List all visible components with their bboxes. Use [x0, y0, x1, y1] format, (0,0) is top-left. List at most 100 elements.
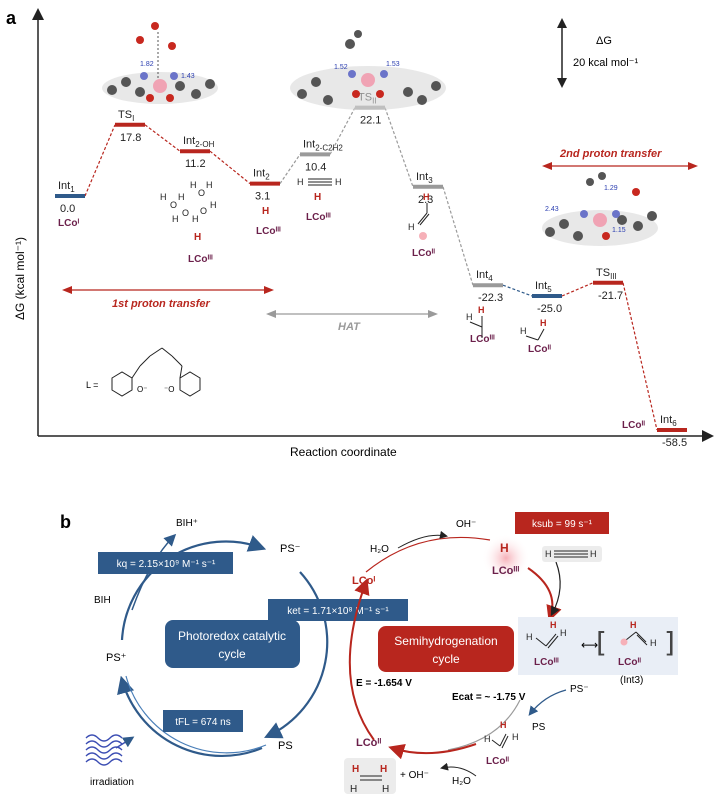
species-label: LCoᴵᴵᴵ	[188, 254, 213, 265]
rate-ket: ket = 1.71×10⁸ M⁻¹ s⁻¹	[287, 606, 389, 617]
state-energy: -25.0	[537, 303, 562, 315]
svg-text:H: H	[380, 764, 387, 775]
profile-connector	[502, 284, 533, 297]
state-name: Int2-OH	[183, 135, 215, 149]
resonance-arrow: ⟷	[581, 638, 598, 652]
photoredox-cycle-box	[165, 620, 300, 668]
species-label: LCoᴵᴵᴵ	[306, 212, 331, 223]
svg-text:H: H	[540, 318, 547, 328]
distance-1: 1.82	[140, 61, 154, 68]
svg-text:H: H	[178, 192, 185, 202]
irradiation-icon	[85, 734, 135, 766]
x-axis-label: Reaction coordinate	[290, 445, 397, 459]
lcoii-vinyl-bottom: LCoᴵᴵ	[486, 756, 509, 767]
profile-connector	[384, 107, 414, 187]
hydride-h: H	[500, 541, 509, 555]
state-energy: -58.5	[662, 437, 687, 449]
bih-plus: BIH⁺	[176, 518, 198, 529]
phase-arrow-second	[542, 162, 698, 170]
state-name: Int1	[58, 180, 75, 194]
photoredox-cycle-label-2: cycle	[218, 647, 246, 661]
vinyl-sketch-int5: H H	[520, 318, 547, 341]
y-axis-label: ΔG (kcal mol⁻¹)	[13, 237, 27, 320]
rate-ksub: ksub = 99 s⁻¹	[532, 519, 593, 530]
ps: PS	[278, 740, 293, 752]
svg-text:H: H	[423, 192, 430, 202]
semi-cycle-label-2: cycle	[432, 652, 460, 666]
svg-text:H: H	[478, 305, 485, 315]
rate-ket-box	[268, 599, 408, 621]
scale-bar-label: ΔG	[596, 35, 612, 47]
phase-arrow-first	[62, 286, 274, 294]
h2o-arrow-bottom	[440, 762, 477, 777]
state-name: TSI	[118, 109, 134, 123]
svg-text:H: H	[160, 192, 167, 202]
phase-arrow-hat	[266, 310, 438, 318]
lcoiii-vinyl: LCoᴵᴵᴵ	[534, 657, 559, 668]
photoredox-cycle-label-1: Photoredox catalytic	[178, 629, 286, 643]
state-energy: 22.1	[360, 115, 381, 127]
svg-text:H: H	[520, 326, 527, 336]
species-label: LCoᴵᴵᴵ	[470, 334, 495, 345]
distance-5: 2.43	[545, 206, 559, 213]
lcoii-bottom: LCoᴵᴵ	[356, 737, 381, 749]
ps-arrow-right	[528, 689, 567, 716]
species-label: LCoᴵᴵ	[412, 248, 435, 259]
svg-text:H: H	[466, 312, 473, 322]
panel-a-letter: a	[6, 8, 17, 28]
svg-text:O: O	[170, 200, 177, 210]
lifetime: tFL = 674 ns	[175, 717, 231, 728]
vinyl-sketch-int3: H H	[408, 192, 430, 240]
distance-6: 1.29	[604, 185, 618, 192]
ligand-o2: ⁻O	[164, 385, 174, 394]
state-energy: 0.0	[60, 203, 75, 215]
scale-bar-value: 20 kcal mol⁻¹	[573, 57, 638, 69]
lifetime-box	[163, 710, 243, 732]
svg-text:H: H	[545, 549, 552, 559]
rate-kq: kq = 2.15×10⁹ M⁻¹ s⁻¹	[117, 559, 216, 570]
ps-plus: PS⁺	[106, 652, 127, 664]
profile-connector	[84, 124, 116, 197]
svg-text:H: H	[500, 720, 507, 730]
hydride-h-label: H	[262, 206, 269, 217]
h2o-bottom: H₂O	[452, 776, 471, 787]
profile-connector	[209, 150, 251, 185]
svg-text:H: H	[206, 180, 213, 190]
svg-text:O: O	[182, 208, 189, 218]
svg-text:H: H	[560, 628, 567, 638]
cobalt-hydride-glow	[482, 534, 530, 582]
oh-top: OH⁻	[456, 519, 476, 530]
acetylene-sketch-a: H H	[297, 177, 342, 187]
distance-2: 1.43	[181, 73, 195, 80]
vinyl-lcoii: H H	[620, 620, 657, 648]
lcoiii-hydride: LCoᴵᴵᴵ	[492, 565, 519, 577]
scale-bar	[557, 18, 567, 88]
rate-kq-box	[98, 552, 233, 574]
svg-text:O: O	[200, 206, 207, 216]
svg-text:H: H	[352, 764, 359, 775]
hydride-h-label: H	[194, 232, 201, 243]
potential-e: E = -1.654 V	[356, 678, 412, 689]
hydride-h-label: H	[314, 192, 321, 203]
svg-text:H: H	[350, 784, 357, 795]
ts3-structure	[542, 172, 658, 246]
svg-text:H: H	[382, 784, 389, 795]
panel-b-letter: b	[60, 512, 71, 532]
state-energy: -21.7	[598, 290, 623, 302]
ps-minus-right: PS⁻	[570, 684, 589, 695]
svg-text:O: O	[198, 188, 205, 198]
ligand-o1: O⁻	[137, 385, 147, 394]
profile-connector	[144, 124, 181, 152]
svg-text:H: H	[630, 620, 637, 630]
vinyl-sketch-int4: H H	[466, 305, 485, 338]
state-name: Int3	[416, 171, 433, 185]
bih: BIH	[94, 595, 111, 606]
svg-text:H: H	[512, 732, 519, 742]
ts1-structure	[102, 22, 218, 104]
bracket-right: ]	[664, 626, 675, 659]
profile-connector	[561, 282, 594, 297]
semihydrogenation-cycle-box	[378, 626, 514, 672]
h2o-arrow-top	[397, 530, 448, 549]
svg-text:H: H	[335, 177, 342, 187]
